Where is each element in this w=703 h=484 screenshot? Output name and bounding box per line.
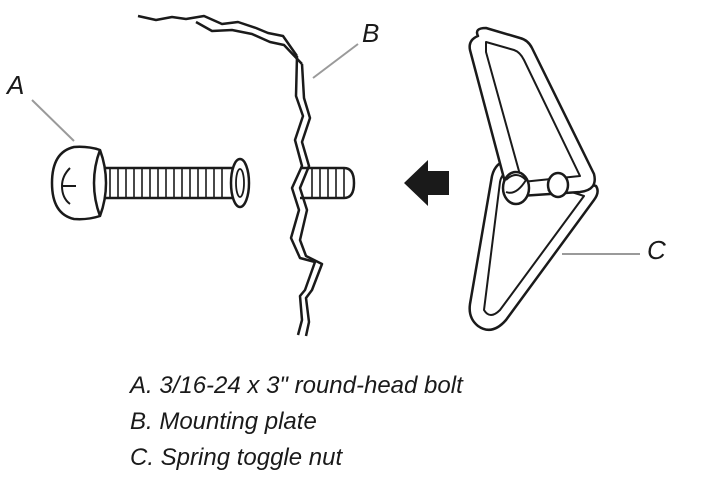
bolt-head [50, 145, 108, 221]
leader-line-b [312, 43, 359, 79]
bolt-head-rim [92, 149, 102, 217]
plate-edge-front [289, 55, 317, 336]
toggle-pivot [501, 170, 531, 206]
plate-top-edge-2 [195, 20, 303, 65]
callout-label-b: B [362, 18, 380, 48]
plate-top-edge-1 [137, 14, 299, 57]
round-head-bolt [50, 145, 251, 221]
parts-legend: A. 3/16-24 x 3" round-head bolt B. Mount… [130, 368, 463, 476]
bolt-end-inner [235, 168, 245, 198]
legend-item-toggle-nut: C. Spring toggle nut [130, 444, 343, 471]
mounting-plate [137, 14, 324, 337]
bolt-stub [300, 166, 356, 200]
toggle-lower-wing [468, 158, 599, 332]
bolt-slot [61, 167, 76, 205]
leader-line-a [31, 99, 75, 142]
legend-item-bolt: A. 3/16-24 x 3" round-head bolt [130, 372, 463, 399]
toggle-spring-coil [546, 171, 570, 199]
bolt-threads [109, 168, 223, 198]
callout-label-c: C [647, 235, 666, 265]
bolt-shank [98, 166, 242, 200]
spring-toggle-nut [468, 26, 599, 332]
callout-label-a: A [7, 70, 25, 100]
leader-lines [31, 43, 640, 255]
plate-edge-back [298, 63, 324, 337]
left-arrow-icon [404, 160, 449, 206]
legend-item-mounting-plate: B. Mounting plate [130, 408, 317, 435]
toggle-upper-wing [468, 26, 596, 198]
